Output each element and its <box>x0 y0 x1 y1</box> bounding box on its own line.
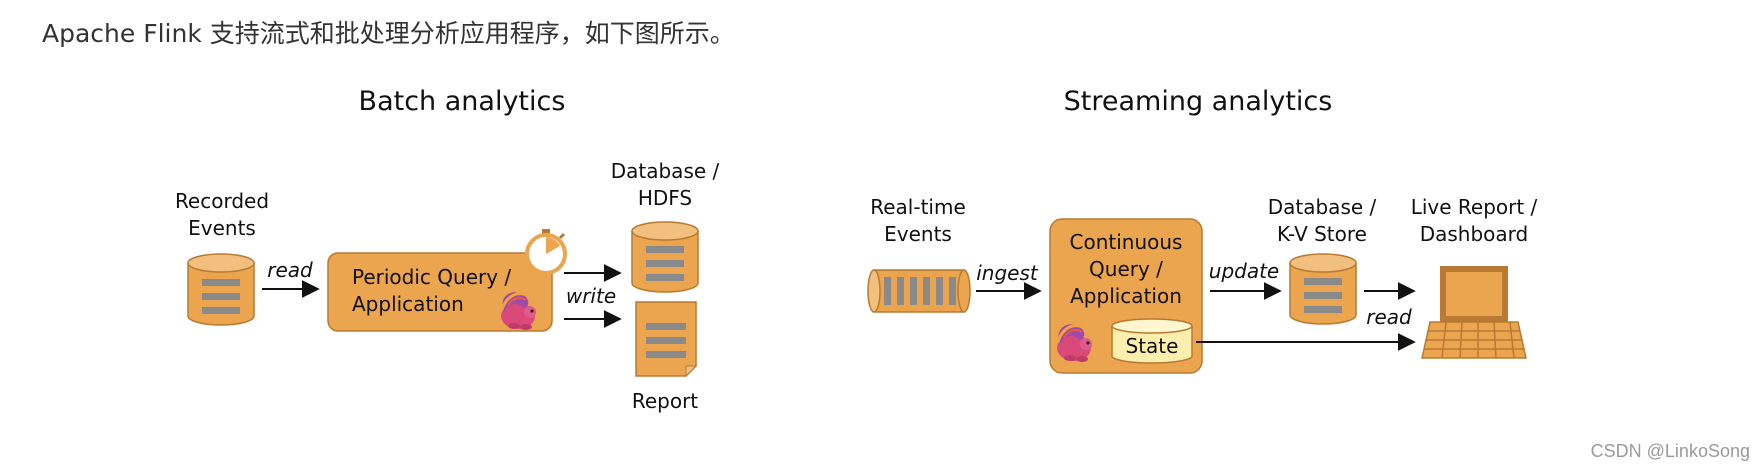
periodic-query-box <box>327 252 553 332</box>
update-label: update <box>1209 259 1279 283</box>
recorded-events-label-line1: Recorded <box>175 189 269 213</box>
periodic-query-label-line1: Periodic Query / <box>352 265 511 289</box>
state-store: State <box>1111 318 1193 364</box>
database-icon <box>631 221 699 293</box>
realtime-events-label-line2: Events <box>884 222 952 246</box>
periodic-query-label-line2: Application <box>352 292 464 316</box>
hdfs-label-line1: Database / <box>611 159 720 183</box>
streaming-title: Streaming analytics <box>1064 86 1333 117</box>
stopwatch-icon <box>525 229 567 275</box>
dashboard-label-line1: Live Report / <box>1411 195 1538 219</box>
event-log-icon <box>867 269 971 313</box>
dashboard-label-line2: Dashboard <box>1420 222 1529 246</box>
continuous-query-label-line2: Query / <box>1089 257 1163 281</box>
realtime-events-label-line1: Real-time <box>870 195 966 219</box>
batch-title: Batch analytics <box>359 86 566 117</box>
ingest-label: ingest <box>976 261 1039 285</box>
hdfs-label-line2: HDFS <box>638 186 692 210</box>
database-icon <box>187 253 255 326</box>
document-icon <box>635 301 698 378</box>
continuous-query-label-line1: Continuous <box>1070 230 1183 254</box>
recorded-events-label-line2: Events <box>188 216 256 240</box>
continuous-query-label-line3: Application <box>1070 284 1182 308</box>
intro-text: Apache Flink 支持流式和批处理分析应用程序，如下图所示。 <box>42 19 735 48</box>
kv-store-label-line1: Database / <box>1268 195 1377 219</box>
watermark: CSDN @LinkoSong <box>1590 441 1750 461</box>
report-label: Report <box>632 389 698 413</box>
laptop-icon <box>1421 266 1527 359</box>
kv-store-label-line2: K-V Store <box>1277 222 1367 246</box>
dashboard-read-label: read <box>1366 305 1412 329</box>
state-label: State <box>1126 334 1179 358</box>
write-label: write <box>566 284 616 308</box>
database-icon <box>1289 253 1357 325</box>
read-label: read <box>267 258 313 282</box>
